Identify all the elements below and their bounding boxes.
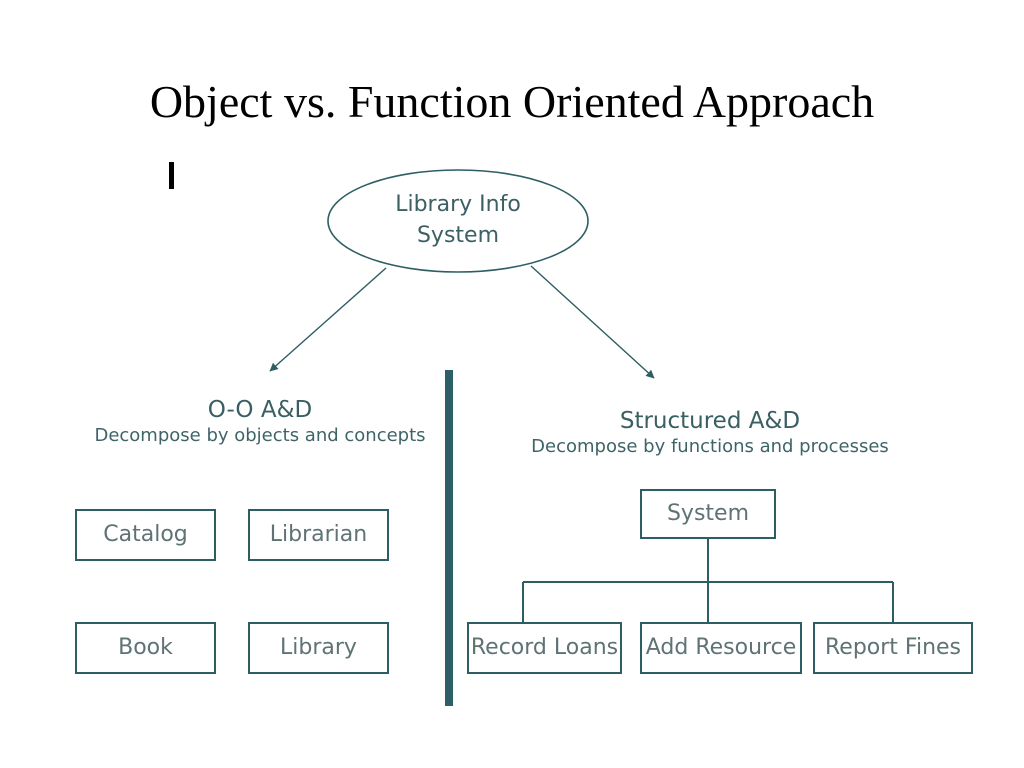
box-librarian-shape xyxy=(248,509,389,561)
left-branch-heading-main: O-O A&D xyxy=(207,397,313,423)
page-title: Object vs. Function Oriented Approach xyxy=(149,76,875,127)
root-ellipse-label: Library Info System xyxy=(328,189,588,251)
box-book[interactable]: Book xyxy=(76,623,215,673)
box-report-fines-label: Report Fines xyxy=(824,635,962,660)
box-record-loans-shape xyxy=(467,622,622,674)
box-add-resource-shape xyxy=(640,622,802,674)
box-record-loans-label: Record Loans xyxy=(470,635,619,660)
box-report-fines[interactable]: Report Fines xyxy=(814,623,972,673)
box-record-loans[interactable]: Record Loans xyxy=(468,623,621,673)
box-book-label: Book xyxy=(118,635,173,660)
root-ellipse-label-line1: Library Info xyxy=(395,192,521,217)
text-caret-marker xyxy=(169,162,174,189)
right-branch-heading-sub: Decompose by functions and processes xyxy=(531,436,889,457)
root-ellipse-shape xyxy=(327,169,589,273)
box-book-shape xyxy=(75,622,216,674)
arrow-to-left-branch xyxy=(269,267,387,372)
box-librarian[interactable]: Librarian xyxy=(249,510,388,560)
vertical-divider xyxy=(445,370,453,706)
box-library[interactable]: Library xyxy=(249,623,388,673)
box-system[interactable]: System xyxy=(641,490,775,538)
box-catalog[interactable]: Catalog xyxy=(76,510,215,560)
box-library-label: Library xyxy=(280,635,357,660)
left-branch-heading-sub: Decompose by objects and concepts xyxy=(94,425,426,446)
box-catalog-label: Catalog xyxy=(103,522,188,547)
box-add-resource-label: Add Resource xyxy=(645,635,797,660)
right-branch-heading-main: Structured A&D xyxy=(619,408,801,434)
right-branch-heading: Structured A&D Decompose by functions an… xyxy=(490,407,930,459)
box-system-label: System xyxy=(666,501,750,526)
root-ellipse-label-line2: System xyxy=(416,223,500,248)
arrow-to-right-branch xyxy=(530,265,655,379)
box-add-resource[interactable]: Add Resource xyxy=(641,623,801,673)
box-catalog-shape xyxy=(75,509,216,561)
box-report-fines-shape xyxy=(813,622,973,674)
box-librarian-label: Librarian xyxy=(269,522,368,547)
left-branch-heading: O-O A&D Decompose by objects and concept… xyxy=(40,396,480,448)
box-library-shape xyxy=(248,622,389,674)
